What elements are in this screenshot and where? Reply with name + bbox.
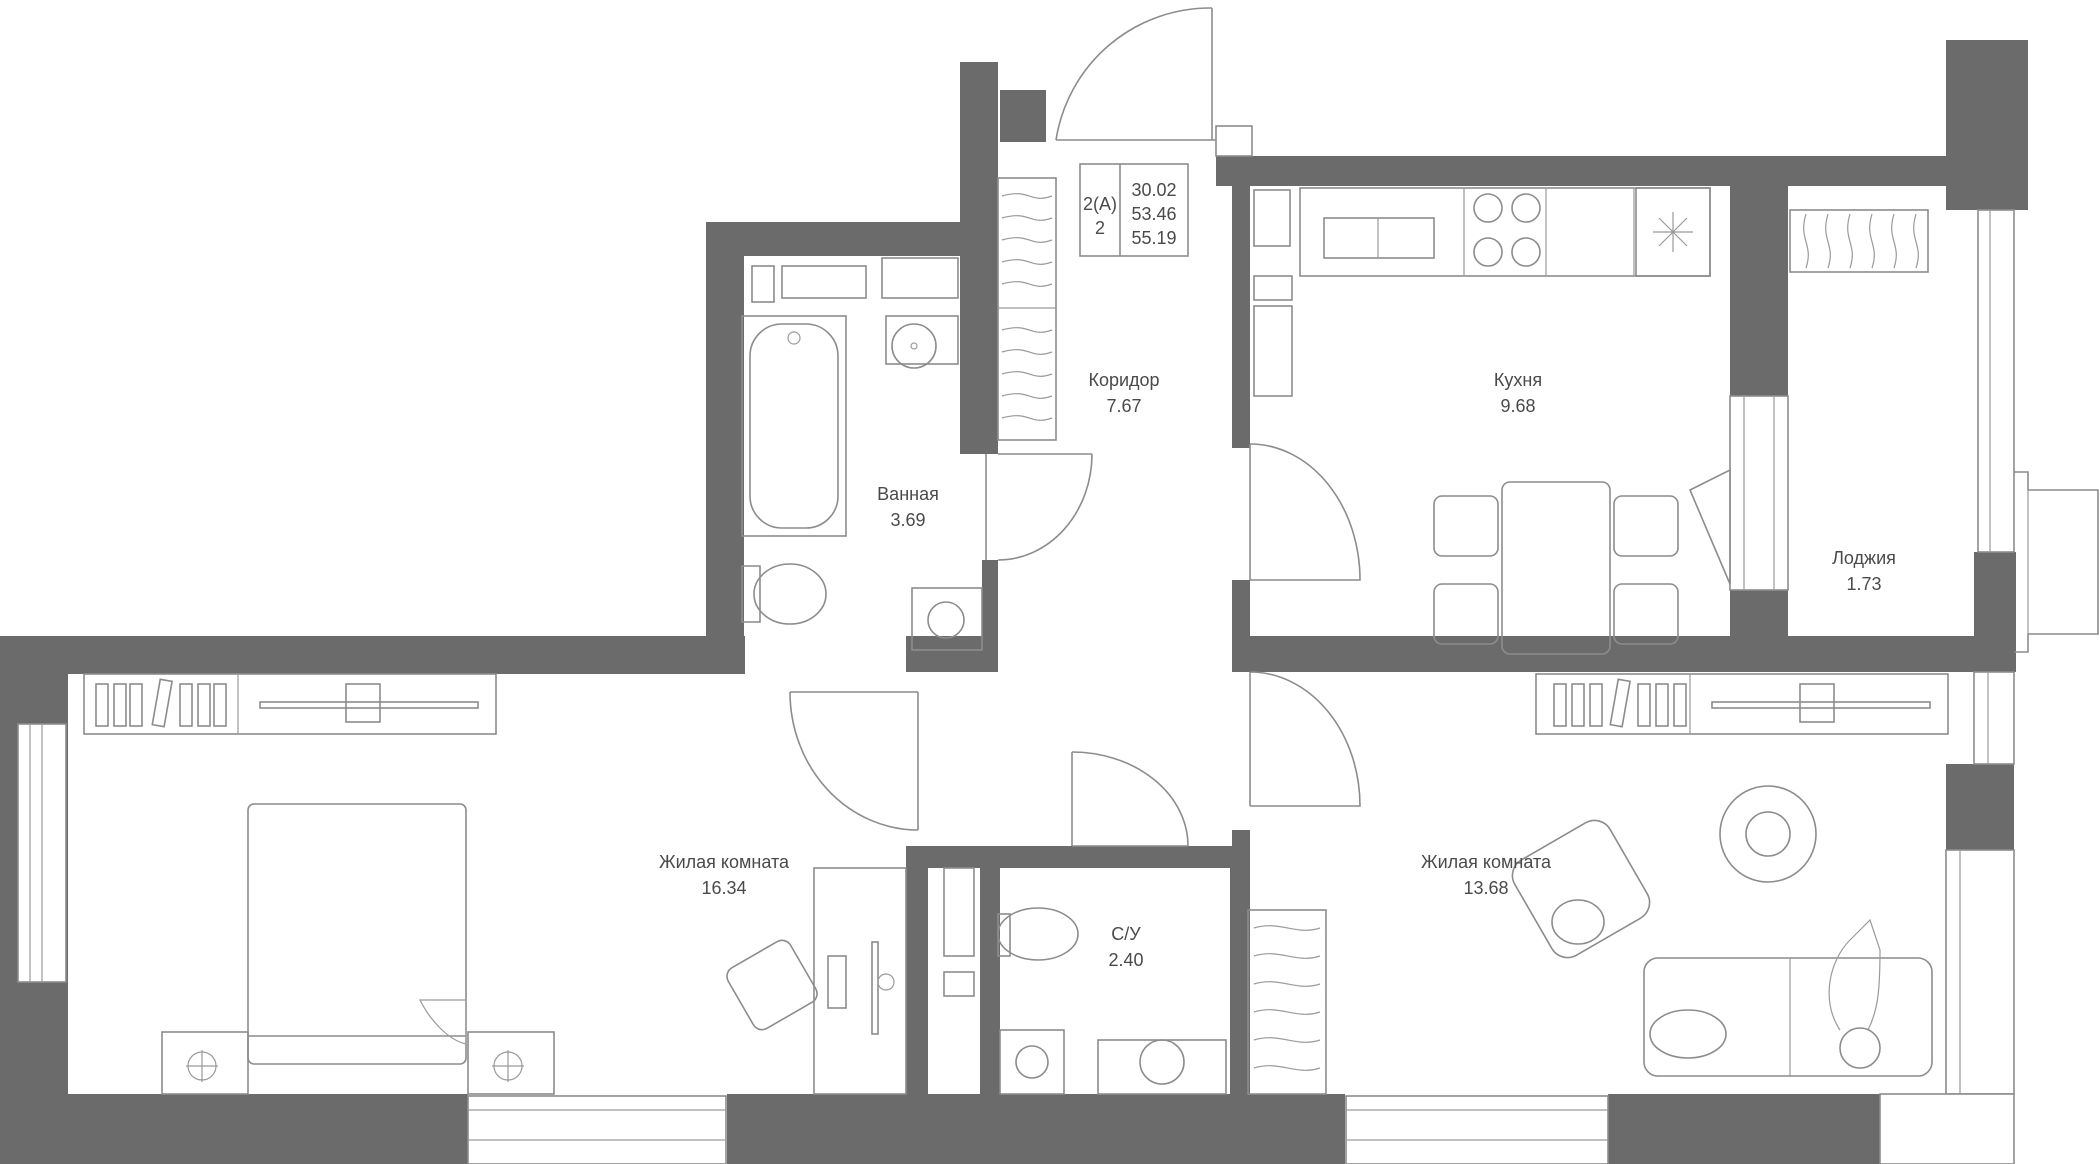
- room-name-wc: С/У: [1111, 924, 1141, 944]
- round-table: [1719, 785, 1817, 883]
- dining-table: [1501, 481, 1611, 655]
- windows: [17, 125, 2099, 1164]
- sofa: [1643, 957, 1933, 1077]
- bathroom-sink: [885, 315, 959, 365]
- info-type-code: 2(A): [1083, 194, 1117, 214]
- room-area-bathroom: 3.69: [890, 510, 925, 530]
- room-area-corridor: 7.67: [1106, 396, 1141, 416]
- desk: [813, 867, 907, 1095]
- armchair: [1511, 819, 1651, 959]
- room-area-wc: 2.40: [1108, 950, 1143, 970]
- info-box: 2(A) 2 30.02 53.46 55.19: [1079, 163, 1189, 257]
- walls: [0, 40, 2028, 1164]
- washing-machine: [911, 587, 983, 651]
- room-name-loggia: Лоджия: [1832, 548, 1896, 568]
- room-name-living-left: Жилая комната: [659, 852, 790, 872]
- tv-unit-right: [1535, 673, 1949, 735]
- furniture: [83, 177, 1949, 1095]
- kitchen-counter: [1299, 187, 1711, 277]
- room-name-bathroom: Ванная: [877, 484, 939, 504]
- tv-unit-left: [83, 673, 497, 735]
- info-area-total-balcony: 55.19: [1131, 228, 1176, 248]
- double-bed: [247, 803, 467, 1065]
- office-chair: [726, 939, 818, 1031]
- room-wardrobe: [1247, 909, 1327, 1095]
- loggia-rack: [1789, 209, 1929, 273]
- bathtub: [741, 315, 847, 537]
- nightstand-right: [467, 1031, 555, 1095]
- info-area-total: 53.46: [1131, 204, 1176, 224]
- room-area-kitchen: 9.68: [1500, 396, 1535, 416]
- doors: [789, 7, 1361, 847]
- room-name-kitchen: Кухня: [1494, 370, 1542, 390]
- room-name-living-right: Жилая комната: [1421, 852, 1552, 872]
- room-area-living-right: 13.68: [1463, 878, 1508, 898]
- kitchen-sink: [1323, 217, 1435, 259]
- wc-washing-machine: [999, 1029, 1065, 1095]
- room-labels: Коридор 7.67 Кухня 9.68 Ванная 3.69 Лодж…: [659, 370, 1896, 970]
- bathroom-toilet: [753, 563, 827, 625]
- info-rooms-count: 2: [1095, 218, 1105, 238]
- info-area-living: 30.02: [1131, 180, 1176, 200]
- nightstand-left: [161, 1031, 249, 1095]
- room-name-corridor: Коридор: [1088, 370, 1159, 390]
- room-area-living-left: 16.34: [701, 878, 746, 898]
- corridor-wardrobe: [997, 177, 1057, 441]
- room-area-loggia: 1.73: [1846, 574, 1881, 594]
- wc-sink: [1139, 1039, 1185, 1085]
